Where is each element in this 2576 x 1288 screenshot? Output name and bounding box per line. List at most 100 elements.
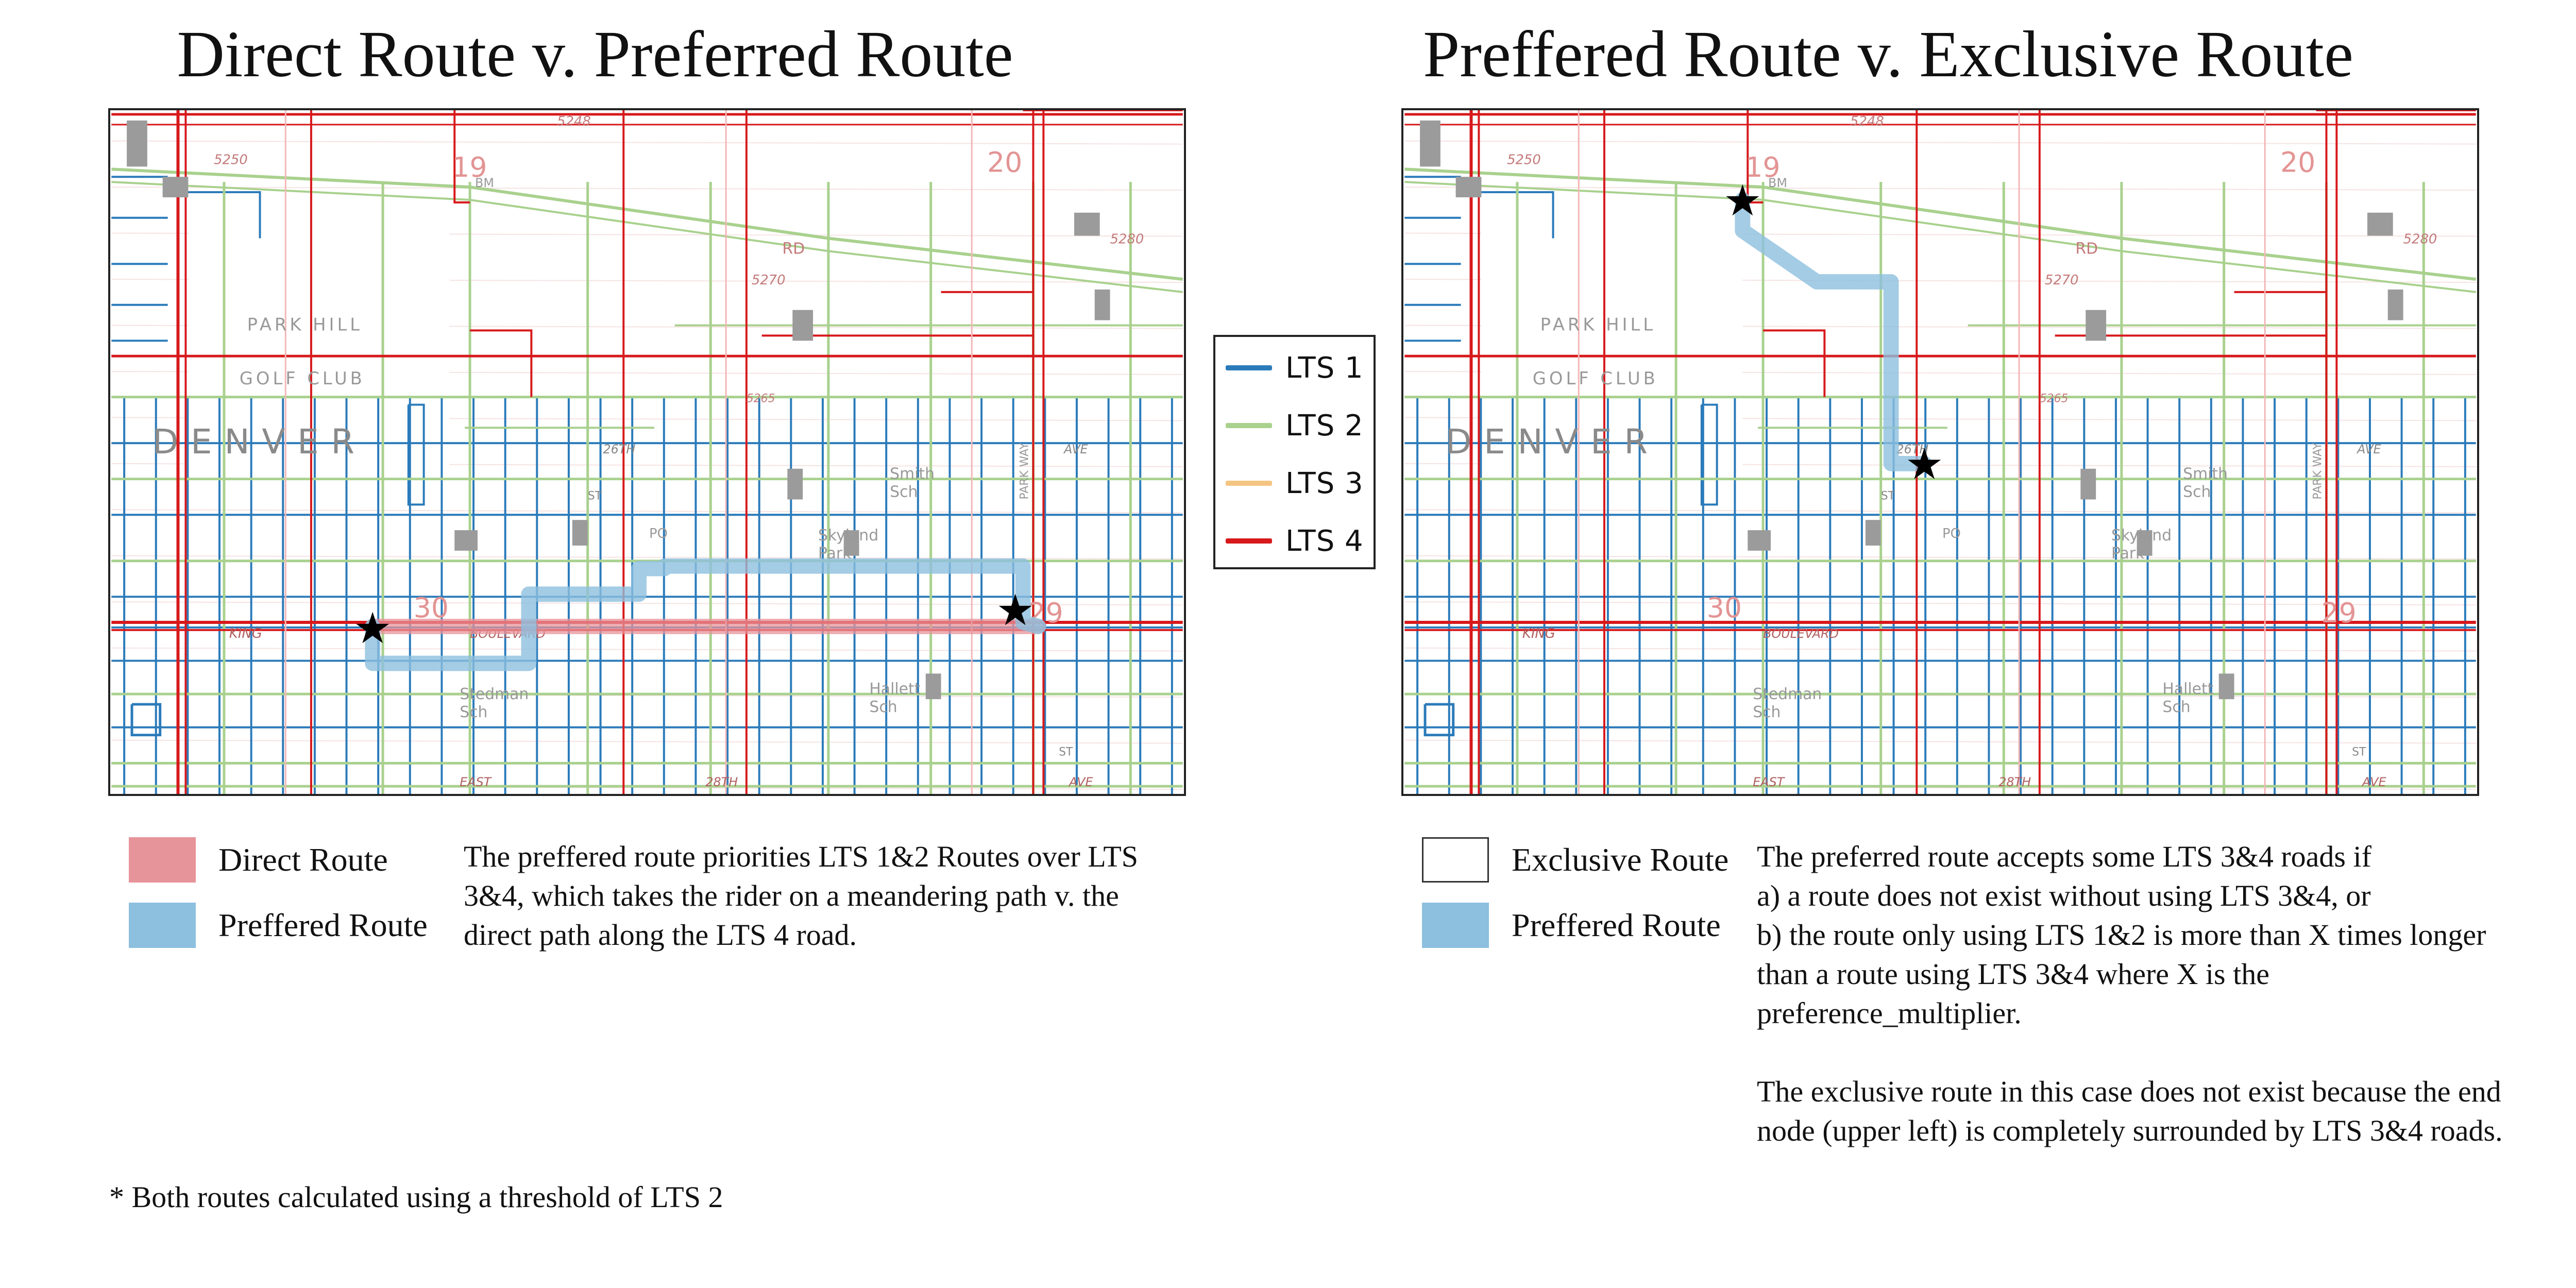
direct-route-label: Direct Route — [218, 841, 388, 878]
section-number: 30 — [1707, 591, 1742, 624]
section-number: 20 — [987, 146, 1022, 178]
building-block — [1455, 177, 1482, 197]
elevation-label: 5265 — [747, 393, 775, 405]
topo-contour — [111, 601, 1183, 606]
direct-route-swatch — [129, 837, 196, 883]
golf-label: PARK HILL — [1540, 314, 1656, 334]
street-label: ST — [1059, 745, 1073, 758]
street-label: 28TH — [1998, 775, 2031, 789]
footnote: * Both routes calculated using a thresho… — [109, 1180, 723, 1214]
lts4-road — [2234, 291, 2328, 357]
preferred-route-highlight — [365, 558, 1046, 671]
golf-label: GOLF CLUB — [240, 368, 365, 388]
street-label: 26TH — [1896, 442, 1929, 456]
lts2-street — [1404, 181, 2476, 293]
elevation-label: 5270 — [752, 273, 786, 288]
right-explanation-b: b) the route only using LTS 1&2 is more … — [1757, 918, 2486, 1030]
section-number: 19 — [1745, 151, 1780, 183]
street-label: ST — [1881, 489, 1895, 502]
elevation-label: 5280 — [1110, 231, 1144, 247]
golf-course-area — [188, 202, 450, 489]
lts2-street — [111, 167, 1183, 281]
building-block — [787, 468, 803, 500]
lts-label: LTS 1 — [1285, 351, 1364, 385]
exclusive-route-label: Exclusive Route — [1512, 841, 1729, 878]
lts1-street — [162, 191, 261, 239]
building-block — [2218, 673, 2234, 700]
lts1-street — [1423, 703, 1455, 737]
lts4-line-swatch — [1226, 538, 1272, 544]
school-label: Sch — [2183, 483, 2211, 501]
lts4-road — [941, 291, 1035, 357]
exclusive-route-swatch — [1422, 837, 1489, 883]
end-node-star: ★ — [1905, 439, 1944, 489]
street-label: 26TH — [603, 442, 636, 456]
school-label: Hallett — [869, 680, 920, 698]
street-label: AVE — [1063, 442, 1088, 456]
building-block — [925, 673, 941, 700]
golf-label: GOLF CLUB — [1533, 368, 1658, 388]
lts4-road — [1763, 329, 1826, 397]
lts-legend-item: LTS 1 — [1226, 351, 1364, 385]
lts-label: LTS 4 — [1285, 524, 1364, 558]
building-block — [2080, 468, 2096, 500]
left-explanation: The preffered route priorities LTS 1&2 R… — [464, 837, 1144, 955]
lts4-road — [453, 110, 470, 204]
street-label: PARK WAY — [2312, 443, 2325, 500]
building-block — [843, 530, 859, 556]
elevation-label: 5250 — [214, 152, 248, 167]
end-node-star: ★ — [996, 585, 1035, 635]
street-label: KING — [229, 626, 262, 641]
park-label: Skyland — [2111, 527, 2172, 545]
preferred-route-key: Preffered Route — [1422, 903, 1721, 948]
golf-label: PARK HILL — [247, 314, 363, 334]
building-block — [1865, 520, 1881, 546]
right-explanation-exclusive: The exclusive route in this case does no… — [1757, 1075, 2503, 1147]
right-explanation-intro: The preferred route accepts some LTS 3&4… — [1757, 840, 2371, 873]
direct-route-key: Direct Route — [129, 837, 388, 883]
place-label: DENVER — [1446, 422, 1660, 462]
start-node-star: ★ — [353, 603, 392, 653]
preferred-route-highlight — [1735, 192, 1933, 471]
elevation-label: 5248 — [1850, 114, 1884, 129]
topo-contour — [1404, 555, 2476, 560]
street-label: AVE — [2361, 775, 2386, 789]
benchmark-label: BM — [475, 176, 494, 190]
lts1-line-swatch — [1226, 365, 1272, 370]
topo-contour — [111, 509, 1183, 514]
lts-legend: LTS 1 LTS 2 LTS 3 LTS 4 — [1213, 335, 1376, 569]
building-block — [1094, 289, 1110, 320]
postoffice-label: PO — [1942, 526, 1961, 541]
school-label: Sch — [2162, 698, 2190, 716]
street-label: AVE — [1068, 775, 1093, 789]
benchmark-label: BM — [1768, 176, 1787, 190]
street-label: 28TH — [705, 775, 738, 789]
start-node-star: ★ — [1723, 176, 1762, 226]
elevation-label: 5248 — [557, 114, 591, 129]
building-block — [2367, 212, 2393, 236]
lts-legend-item: LTS 2 — [1226, 409, 1364, 443]
topo-contour — [111, 739, 1183, 744]
park-label: Skyland — [818, 527, 878, 545]
street-label: RD — [782, 240, 805, 258]
street-label: AVE — [2356, 442, 2381, 456]
topo-contour — [1404, 647, 2476, 652]
lts4-road — [470, 329, 533, 397]
lts-label: LTS 3 — [1285, 466, 1364, 500]
park-label: Park — [2111, 545, 2145, 563]
building-block — [127, 120, 147, 167]
left-explanation-text: The preffered route priorities LTS 1&2 R… — [464, 840, 1139, 952]
section-number: 19 — [452, 151, 487, 183]
street-label: PARK WAY — [1019, 443, 1031, 500]
building-block — [1748, 530, 1771, 551]
building-block — [792, 310, 814, 341]
street-label: BOULEVARD — [1763, 626, 1839, 641]
right-explanation: The preferred route accepts some LTS 3&4… — [1757, 837, 2509, 1150]
right-panel-title: Preffered Route v. Exclusive Route — [1423, 18, 2353, 91]
school-label: Sch — [1753, 703, 1781, 721]
lts3-line-swatch — [1226, 481, 1272, 486]
building-block — [1074, 212, 1100, 236]
